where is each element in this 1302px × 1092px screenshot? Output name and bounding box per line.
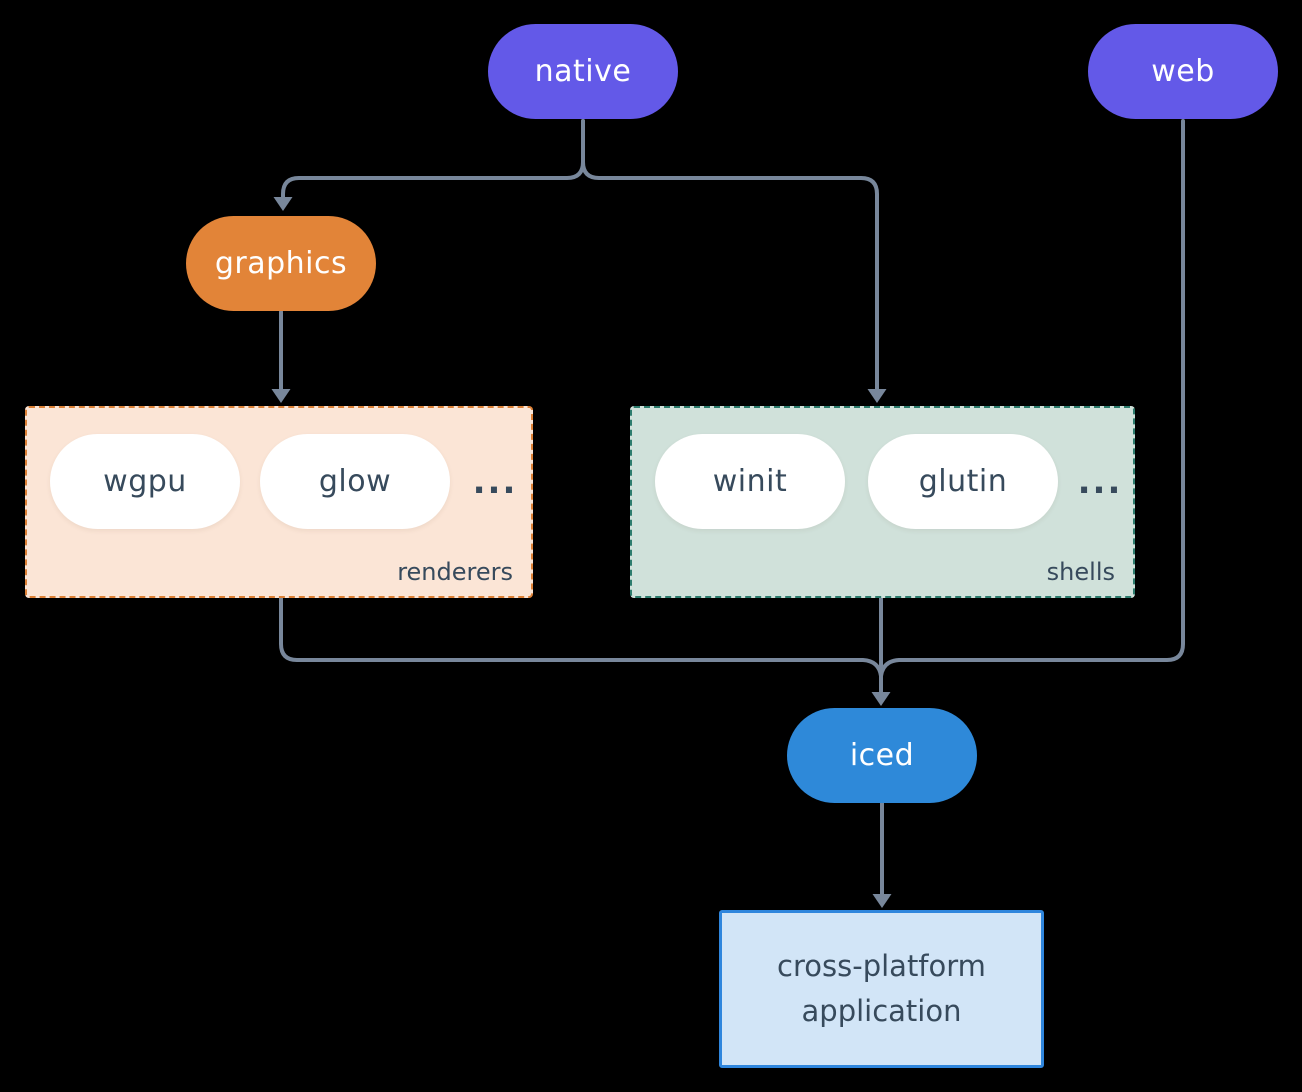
- arrowhead-graphics: [273, 197, 293, 211]
- node-application: cross-platform application: [719, 910, 1044, 1068]
- application-label-line2: application: [801, 994, 962, 1028]
- node-iced: iced: [787, 708, 977, 803]
- edge-renderers-merge: [279, 596, 883, 678]
- renderers-ellipsis: ...: [472, 461, 518, 502]
- shells-ellipsis: ...: [1077, 461, 1123, 502]
- node-glow: glow: [260, 434, 450, 529]
- edge-web-merge: [879, 119, 1185, 678]
- node-winit: winit: [655, 434, 845, 529]
- arrowhead-shells: [867, 389, 887, 403]
- node-web: web: [1088, 24, 1278, 119]
- arrowhead-iced: [871, 692, 891, 706]
- edge-native-shells: [581, 119, 879, 391]
- arrowhead-renderers: [271, 389, 291, 403]
- application-label-line1: cross-platform: [777, 949, 986, 984]
- node-graphics: graphics: [186, 216, 376, 311]
- group-shells: winit glutin ... shells: [630, 406, 1135, 598]
- arrowhead-application: [872, 894, 892, 908]
- node-glutin: glutin: [868, 434, 1058, 529]
- edge-native-graphics: [281, 119, 585, 199]
- renderers-label: renderers: [397, 558, 513, 586]
- node-native: native: [488, 24, 678, 119]
- node-wgpu: wgpu: [50, 434, 240, 529]
- shells-label: shells: [1046, 558, 1115, 586]
- group-renderers: wgpu glow ... renderers: [25, 406, 533, 598]
